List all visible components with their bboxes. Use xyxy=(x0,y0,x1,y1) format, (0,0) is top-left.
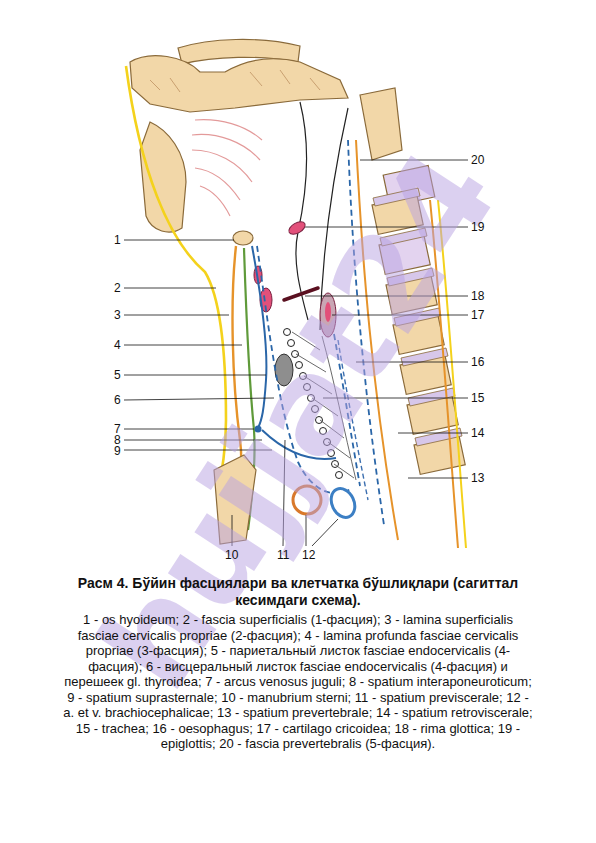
callout-number: 18 xyxy=(471,289,484,303)
superficial-fascia xyxy=(126,66,226,490)
callout-number: 17 xyxy=(471,308,484,322)
callout-number: 6 xyxy=(114,393,121,407)
callout-number: 13 xyxy=(471,471,484,485)
callout-number: 12 xyxy=(302,548,315,562)
vein-section xyxy=(327,485,360,521)
figure-caption: 1 - os hyoideum; 2 - fascia superficiali… xyxy=(62,612,534,752)
callout-number: 5 xyxy=(114,368,121,382)
callout-number: 11 xyxy=(277,548,289,562)
mandible xyxy=(140,122,186,232)
epiglottis xyxy=(287,219,308,237)
callout-number: 19 xyxy=(471,220,484,234)
callout-number: 15 xyxy=(471,391,484,405)
hyoid-bone xyxy=(233,231,253,245)
callout-number: 1 xyxy=(114,233,121,247)
callout-number: 20 xyxy=(471,153,484,167)
bone-texture xyxy=(150,70,320,92)
callout-number: 10 xyxy=(225,548,238,562)
callout-number: 3 xyxy=(114,308,121,322)
callout-number: 14 xyxy=(471,426,484,440)
callout-number: 2 xyxy=(114,281,121,295)
callout-number: 4 xyxy=(114,338,121,352)
tongue-muscle xyxy=(192,120,262,216)
figure-title: Расм 4. Бўйин фасциялари ва клетчатка бў… xyxy=(66,575,530,609)
callout-number: 9 xyxy=(114,444,121,458)
palate-bone xyxy=(130,56,348,112)
callout-number: 16 xyxy=(471,355,484,369)
